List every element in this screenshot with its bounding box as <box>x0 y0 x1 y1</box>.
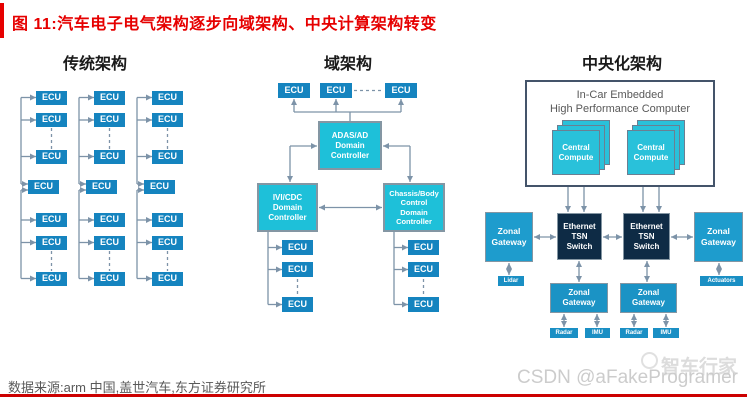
ecu-box: ECU <box>320 83 352 98</box>
ecu-box: ECU <box>152 213 183 227</box>
imu-box: IMU <box>653 328 679 338</box>
ecu-box: ECU <box>152 236 183 250</box>
domain-connectors <box>267 89 425 308</box>
actuators-box: Actuators <box>700 276 743 286</box>
ecu-box: ECU <box>94 236 125 250</box>
ecu-box: ECU <box>278 83 310 98</box>
brand-watermark: 智车行家 <box>661 357 738 378</box>
central-compute: Central Compute <box>627 130 675 175</box>
zonal-gateway-bottom-right: Zonal Gateway <box>620 283 677 313</box>
figure-title: 图 11:汽车电子电气架构逐步向域架构、中央计算架构转变 <box>12 16 437 33</box>
ecu-box: ECU <box>94 150 125 164</box>
data-source-note: 数据来源:arm 中国,盖世汽车,东方证券研究所 <box>8 380 266 395</box>
ecu-box: ECU <box>282 297 313 312</box>
ecu-box: ECU <box>385 83 417 98</box>
radar-box: Radar <box>620 328 648 338</box>
ecu-box: ECU <box>408 262 439 277</box>
csdn-watermark: CSDN @aFakeProgramer <box>517 367 738 388</box>
zonal-gateway-right: Zonal Gateway <box>694 212 743 262</box>
ecu-box: ECU <box>152 150 183 164</box>
zonal-gateway-bottom-left: Zonal Gateway <box>550 283 608 313</box>
ecu-box: ECU <box>144 180 175 194</box>
radar-box: Radar <box>550 328 578 338</box>
hpc-title: In-Car Embedded High Performance Compute… <box>549 89 690 116</box>
chassis-body-domain-controller: Chassis/Body Control Domain Controller <box>383 183 445 232</box>
zonal-gateway-left: Zonal Gateway <box>485 212 533 262</box>
bottom-divider <box>0 394 747 397</box>
section-title-domain: 域架构 <box>323 56 372 73</box>
ecu-box: ECU <box>94 272 125 286</box>
ecu-box: ECU <box>36 213 67 227</box>
ecu-box: ECU <box>36 91 67 105</box>
ecu-box: ECU <box>408 297 439 312</box>
ethernet-tsn-switch: Ethernet TSN Switch <box>557 213 602 260</box>
ecu-box: ECU <box>94 113 125 127</box>
ecu-box: ECU <box>36 113 67 127</box>
ecu-box: ECU <box>36 236 67 250</box>
ethernet-tsn-switch: Ethernet TSN Switch <box>623 213 670 260</box>
ivi-cdc-domain-controller: IVI/CDC Domain Controller <box>257 183 318 232</box>
central-compute: Central Compute <box>552 130 600 175</box>
adas-domain-controller: ADAS/AD Domain Controller <box>318 121 382 170</box>
section-title-central: 中央化架构 <box>581 56 662 73</box>
lidar-box: Lidar <box>498 276 524 286</box>
section-title-traditional: 传统架构 <box>62 56 127 73</box>
central-connectors <box>506 177 722 327</box>
ecu-box: ECU <box>36 272 67 286</box>
ecu-box: ECU <box>28 180 59 194</box>
ecu-box: ECU <box>94 91 125 105</box>
title-accent-bar <box>0 3 4 38</box>
brand-logo-icon <box>641 352 658 369</box>
ecu-box: ECU <box>152 272 183 286</box>
ecu-box: ECU <box>152 113 183 127</box>
traditional-connectors <box>20 94 169 282</box>
ecu-box: ECU <box>408 240 439 255</box>
ecu-box: ECU <box>282 262 313 277</box>
ecu-box: ECU <box>86 180 117 194</box>
ecu-box: ECU <box>282 240 313 255</box>
ecu-box: ECU <box>94 213 125 227</box>
imu-box: IMU <box>585 328 610 338</box>
ecu-box: ECU <box>36 150 67 164</box>
ecu-box: ECU <box>152 91 183 105</box>
